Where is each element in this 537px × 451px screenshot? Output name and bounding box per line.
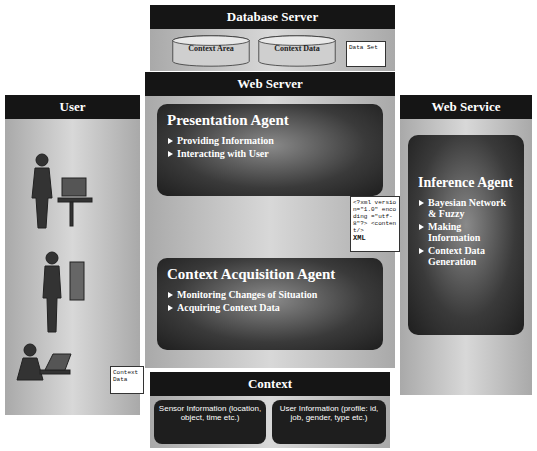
panel-header: User bbox=[5, 95, 140, 119]
cylinder-label: Context Data bbox=[261, 44, 333, 53]
bullet-item: Making Information bbox=[428, 221, 514, 243]
bullet-item: Bayesian Network & Fuzzy bbox=[428, 197, 514, 219]
agent-box: Context Acquisition AgentMonitoring Chan… bbox=[157, 258, 383, 350]
panel-header: Web Server bbox=[145, 72, 395, 96]
bullet-item: Context Data Generation bbox=[428, 245, 514, 267]
bullet-mark bbox=[168, 138, 173, 144]
info-box: User Information (profile: id, job, gend… bbox=[272, 400, 386, 444]
bullet-item: Acquiring Context Data bbox=[177, 302, 373, 313]
dataset-icon: Data Set bbox=[346, 41, 386, 67]
context-data-icon: Context Data bbox=[110, 366, 144, 394]
agent-title: Inference Agent bbox=[418, 175, 514, 191]
bullet-item: Providing Information bbox=[177, 135, 373, 146]
panel-header: Context bbox=[150, 372, 390, 396]
panel-header: Database Server bbox=[150, 5, 395, 29]
doc-text: <?xml version="1.0" encoding ="utf-8"?> … bbox=[353, 199, 397, 234]
context-panel: ContextSensor Information (location, obj… bbox=[150, 372, 390, 448]
xml-document: <?xml version="1.0" encoding ="utf-8"?> … bbox=[350, 196, 400, 252]
bullet-mark bbox=[419, 224, 424, 230]
database-cylinder: Context Data bbox=[258, 35, 336, 67]
service-panel: Web ServiceInference AgentBayesian Netwo… bbox=[400, 95, 532, 395]
doc-text: Context Data bbox=[113, 369, 141, 383]
agent-title: Context Acquisition Agent bbox=[167, 266, 373, 283]
info-box: Sensor Information (location, object, ti… bbox=[154, 400, 266, 444]
agent-title: Presentation Agent bbox=[167, 112, 373, 129]
info-text: Sensor Information (location, object, ti… bbox=[158, 404, 262, 422]
bullet-mark bbox=[168, 151, 173, 157]
panel-header: Web Service bbox=[400, 95, 532, 119]
agent-box: Inference AgentBayesian Network & FuzzyM… bbox=[408, 135, 524, 335]
agent-box: Presentation AgentProviding InformationI… bbox=[157, 104, 383, 196]
doc-text: Data Set bbox=[349, 44, 383, 51]
bullet-mark bbox=[168, 292, 173, 298]
bullet-item: Interacting with User bbox=[177, 148, 373, 159]
bullet-item: Monitoring Changes of Situation bbox=[177, 289, 373, 300]
database-cylinder: Context Area bbox=[172, 35, 250, 67]
server-panel: Database ServerContext Area Context Data D… bbox=[150, 5, 395, 71]
cylinder-label: Context Area bbox=[175, 44, 247, 53]
info-text: User Information (profile: id, job, gend… bbox=[276, 404, 382, 422]
bullet-mark bbox=[419, 248, 424, 254]
bullet-mark bbox=[168, 305, 173, 311]
doc-text: XML bbox=[353, 234, 397, 242]
bullet-mark bbox=[419, 200, 424, 206]
